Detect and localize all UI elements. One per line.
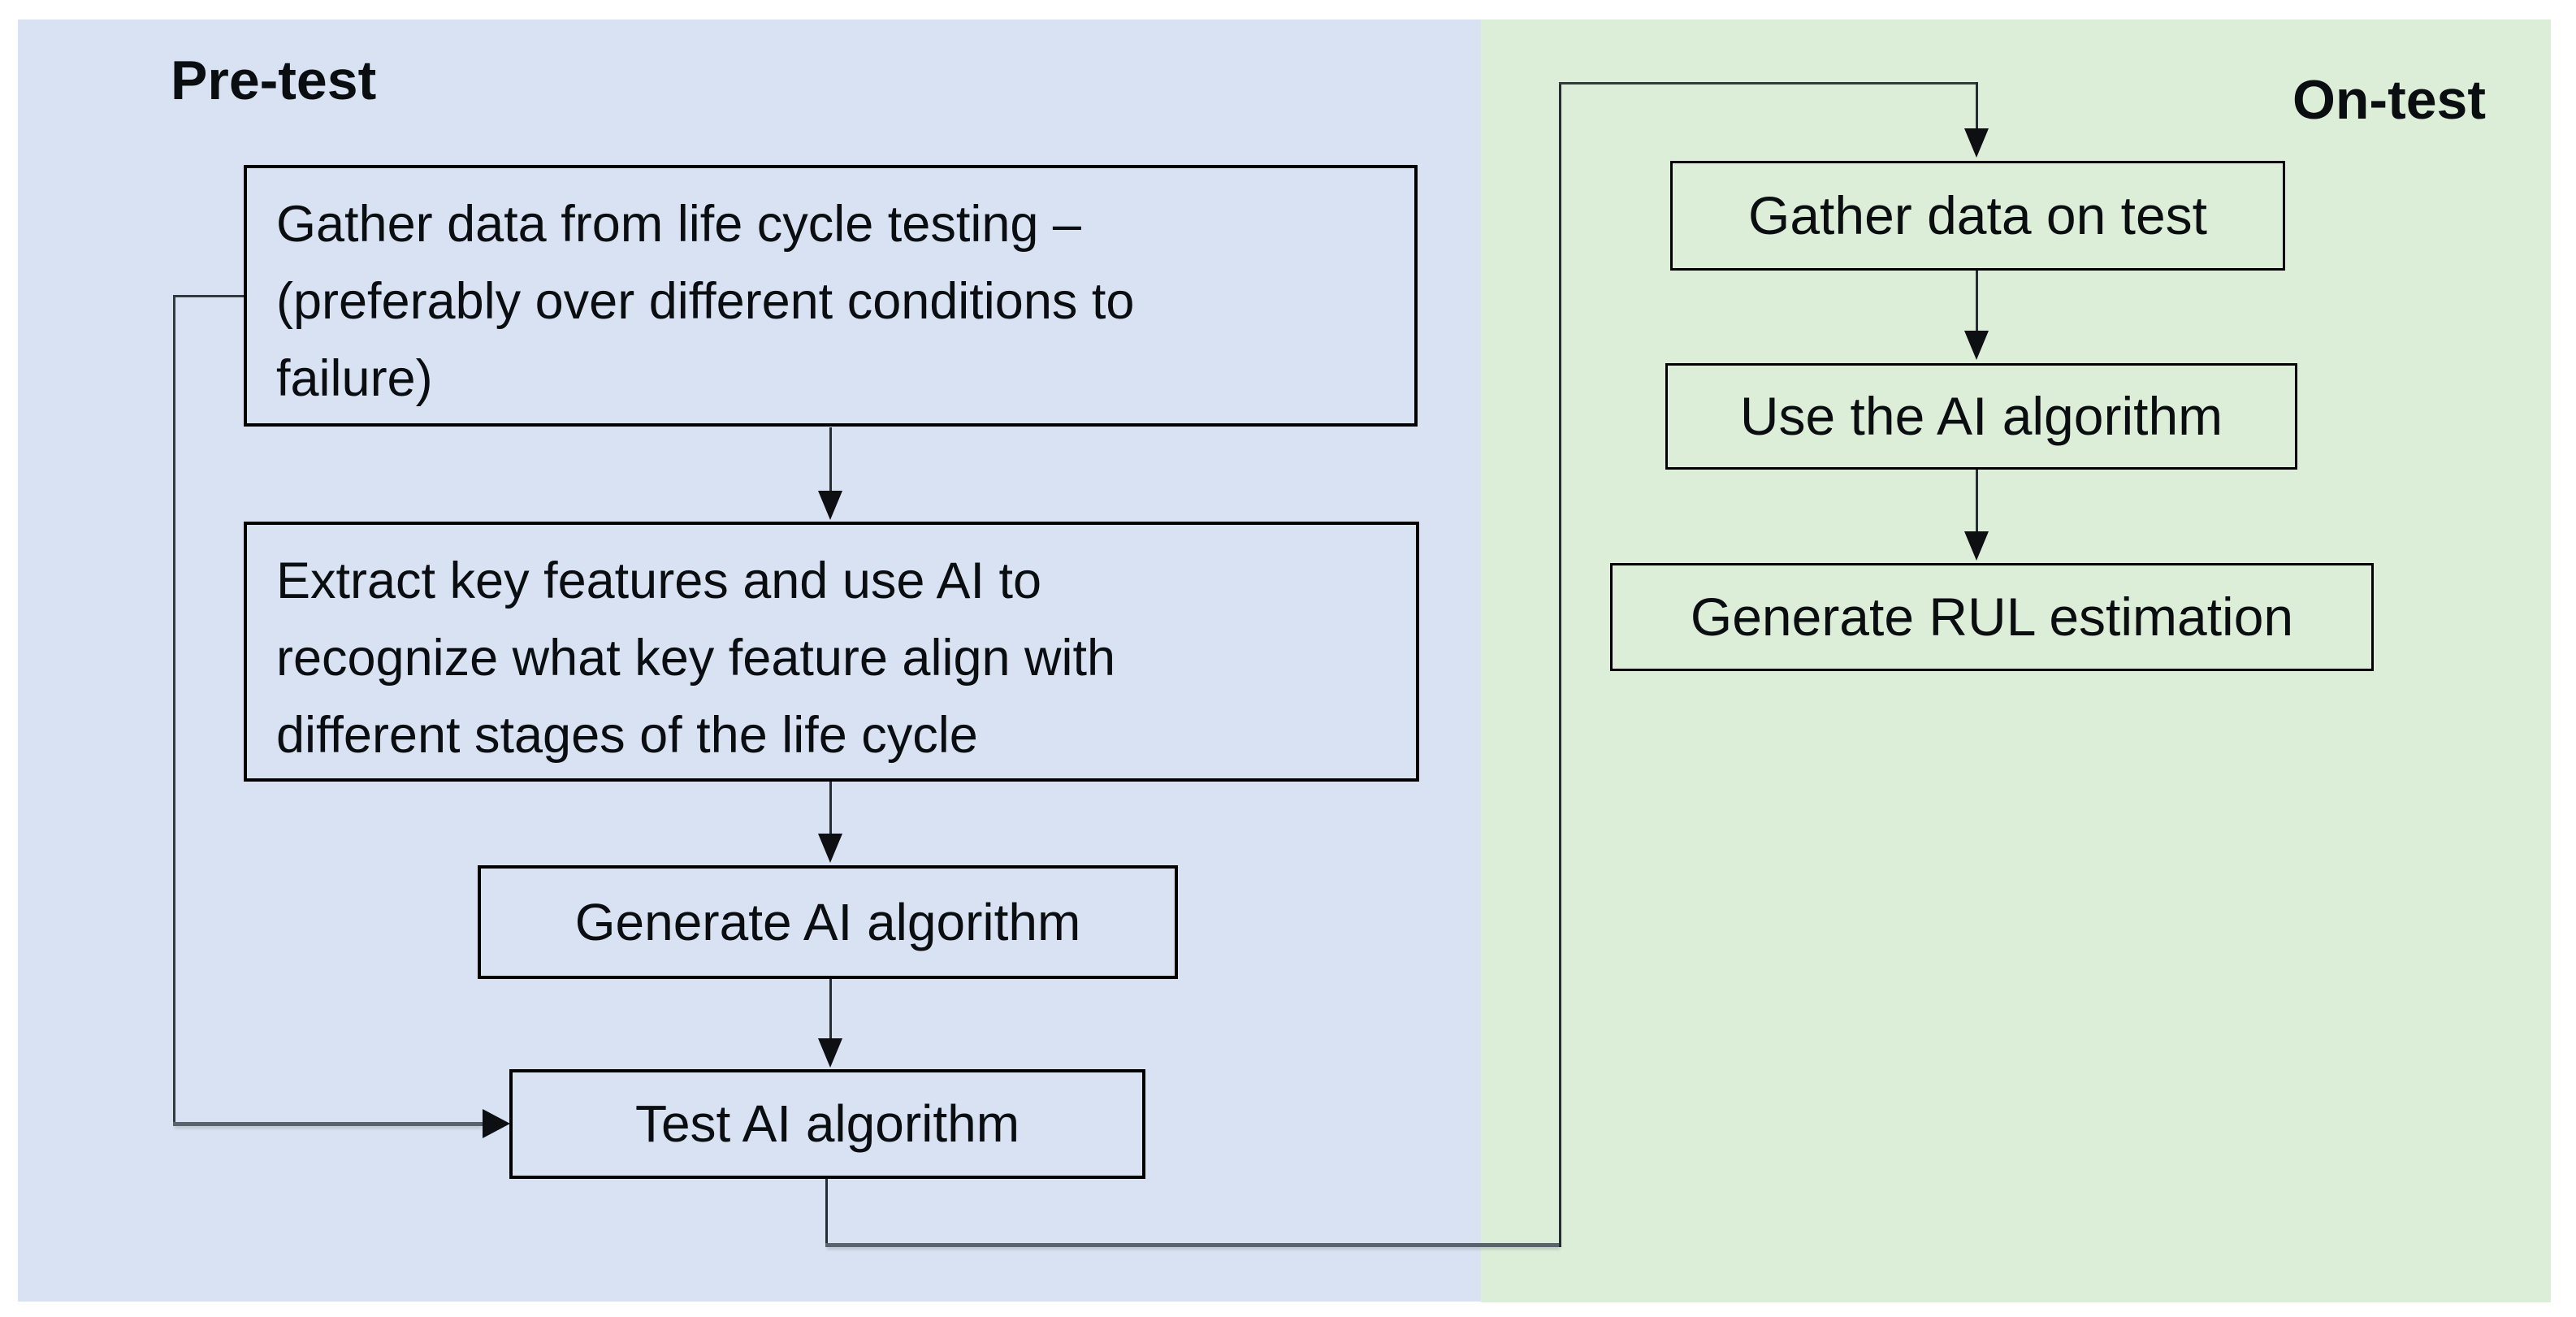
arrow-extract-to-generate-head-icon <box>818 834 842 863</box>
gather-lifecycle-data-box: Gather data from life cycle testing – (p… <box>244 165 1418 427</box>
test-ai-algorithm-label: Test AI algorithm <box>634 1094 1020 1154</box>
generate-ai-algorithm-box: Generate AI algorithm <box>478 865 1178 979</box>
pretest-region <box>18 19 1481 1302</box>
pretest-section-label: Pre-test <box>171 50 377 111</box>
arrow-useai-to-rul-stem <box>1976 468 1978 533</box>
handoff-arrowhead-icon <box>1964 128 1989 158</box>
handoff-connector-top-segment <box>1559 82 1978 84</box>
arrow-gathertest-to-useai-head-icon <box>1964 331 1989 360</box>
gather-lifecycle-line-1: Gather data from life cycle testing – <box>276 196 1081 253</box>
handoff-connector-drop-segment <box>1976 82 1978 132</box>
arrow-generate-to-test-head-icon <box>818 1038 842 1068</box>
arrow-generate-to-test-stem <box>829 978 832 1040</box>
generate-rul-estimation-box: Generate RUL estimation <box>1610 563 2374 671</box>
feedback-connector-bottom-segment <box>173 1122 483 1126</box>
feedback-connector-vertical-segment <box>173 295 175 1124</box>
arrow-useai-to-rul-head-icon <box>1964 531 1989 561</box>
extract-features-line-2: recognize what key feature align with <box>276 630 1116 687</box>
gather-lifecycle-line-3: failure) <box>276 350 433 407</box>
gather-data-on-test-label: Gather data on test <box>1747 184 2208 245</box>
handoff-connector-vertical-segment <box>1559 82 1561 1247</box>
generate-rul-estimation-label: Generate RUL estimation <box>1690 586 2294 647</box>
feedback-connector-top-segment <box>173 295 247 297</box>
feedback-arrowhead-icon <box>483 1109 510 1138</box>
generate-ai-algorithm-label: Generate AI algorithm <box>574 892 1081 951</box>
test-ai-algorithm-box: Test AI algorithm <box>509 1069 1145 1179</box>
arrow-gather-to-extract-head-icon <box>818 491 842 520</box>
arrow-gather-to-extract-stem <box>829 427 832 494</box>
extract-features-line-3: different stages of the life cycle <box>276 707 978 764</box>
handoff-connector-stem-segment <box>825 1178 828 1246</box>
gather-lifecycle-line-2: (preferably over different conditions to <box>276 273 1135 330</box>
ontest-section-label: On-test <box>2292 69 2486 131</box>
use-ai-algorithm-label: Use the AI algorithm <box>1739 385 2223 446</box>
handoff-connector-bottom-segment <box>825 1243 1561 1247</box>
extract-features-box: Extract key features and use AI to recog… <box>244 522 1419 782</box>
extract-features-line-1: Extract key features and use AI to <box>276 552 1042 609</box>
arrow-extract-to-generate-stem <box>829 780 832 835</box>
arrow-gathertest-to-useai-stem <box>1976 269 1978 332</box>
use-ai-algorithm-box: Use the AI algorithm <box>1665 363 2297 470</box>
gather-data-on-test-box: Gather data on test <box>1670 161 2285 271</box>
